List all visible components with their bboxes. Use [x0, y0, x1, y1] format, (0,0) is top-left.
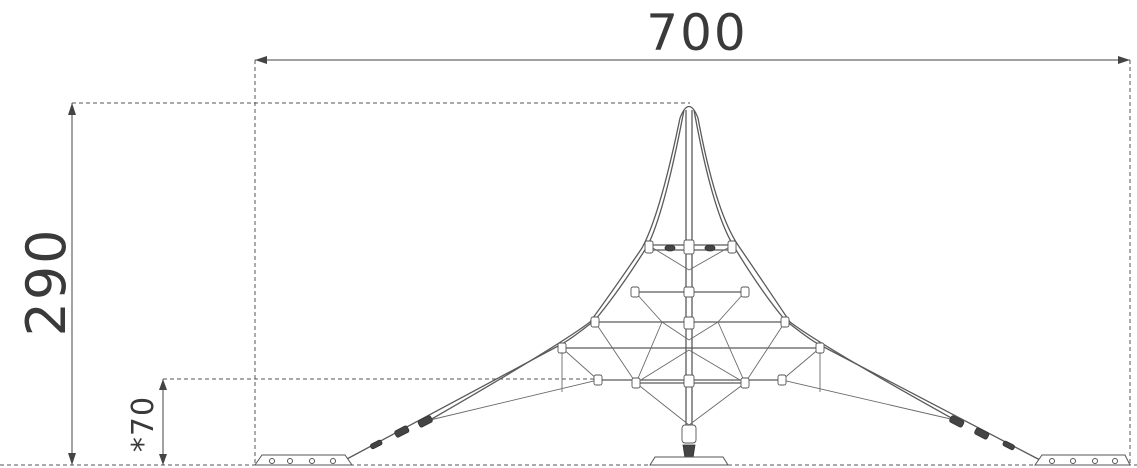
- rope-clamps: [557, 239, 825, 389]
- net-diagonals: [429, 244, 956, 426]
- width-arrow-right: [1118, 56, 1130, 64]
- outer-ropes: [344, 109, 1041, 461]
- height-label: 290: [15, 227, 78, 336]
- rope-net-structure: [254, 105, 1131, 466]
- height-dimension: 290: [15, 102, 690, 465]
- height-arrow-bottom: [68, 453, 76, 465]
- width-arrow-left: [255, 56, 267, 64]
- width-dimension: 700: [254, 4, 1131, 465]
- height-arrow-top: [68, 103, 76, 115]
- ground-anchors: [254, 454, 1131, 466]
- clearance-label: *70: [126, 396, 161, 452]
- clearance-arrow-bottom: [159, 454, 167, 465]
- width-label: 700: [646, 4, 747, 62]
- central-base: [649, 424, 729, 466]
- clearance-arrow-top: [159, 379, 167, 390]
- clearance-dimension: *70: [126, 378, 600, 465]
- tensioners: [370, 415, 1015, 451]
